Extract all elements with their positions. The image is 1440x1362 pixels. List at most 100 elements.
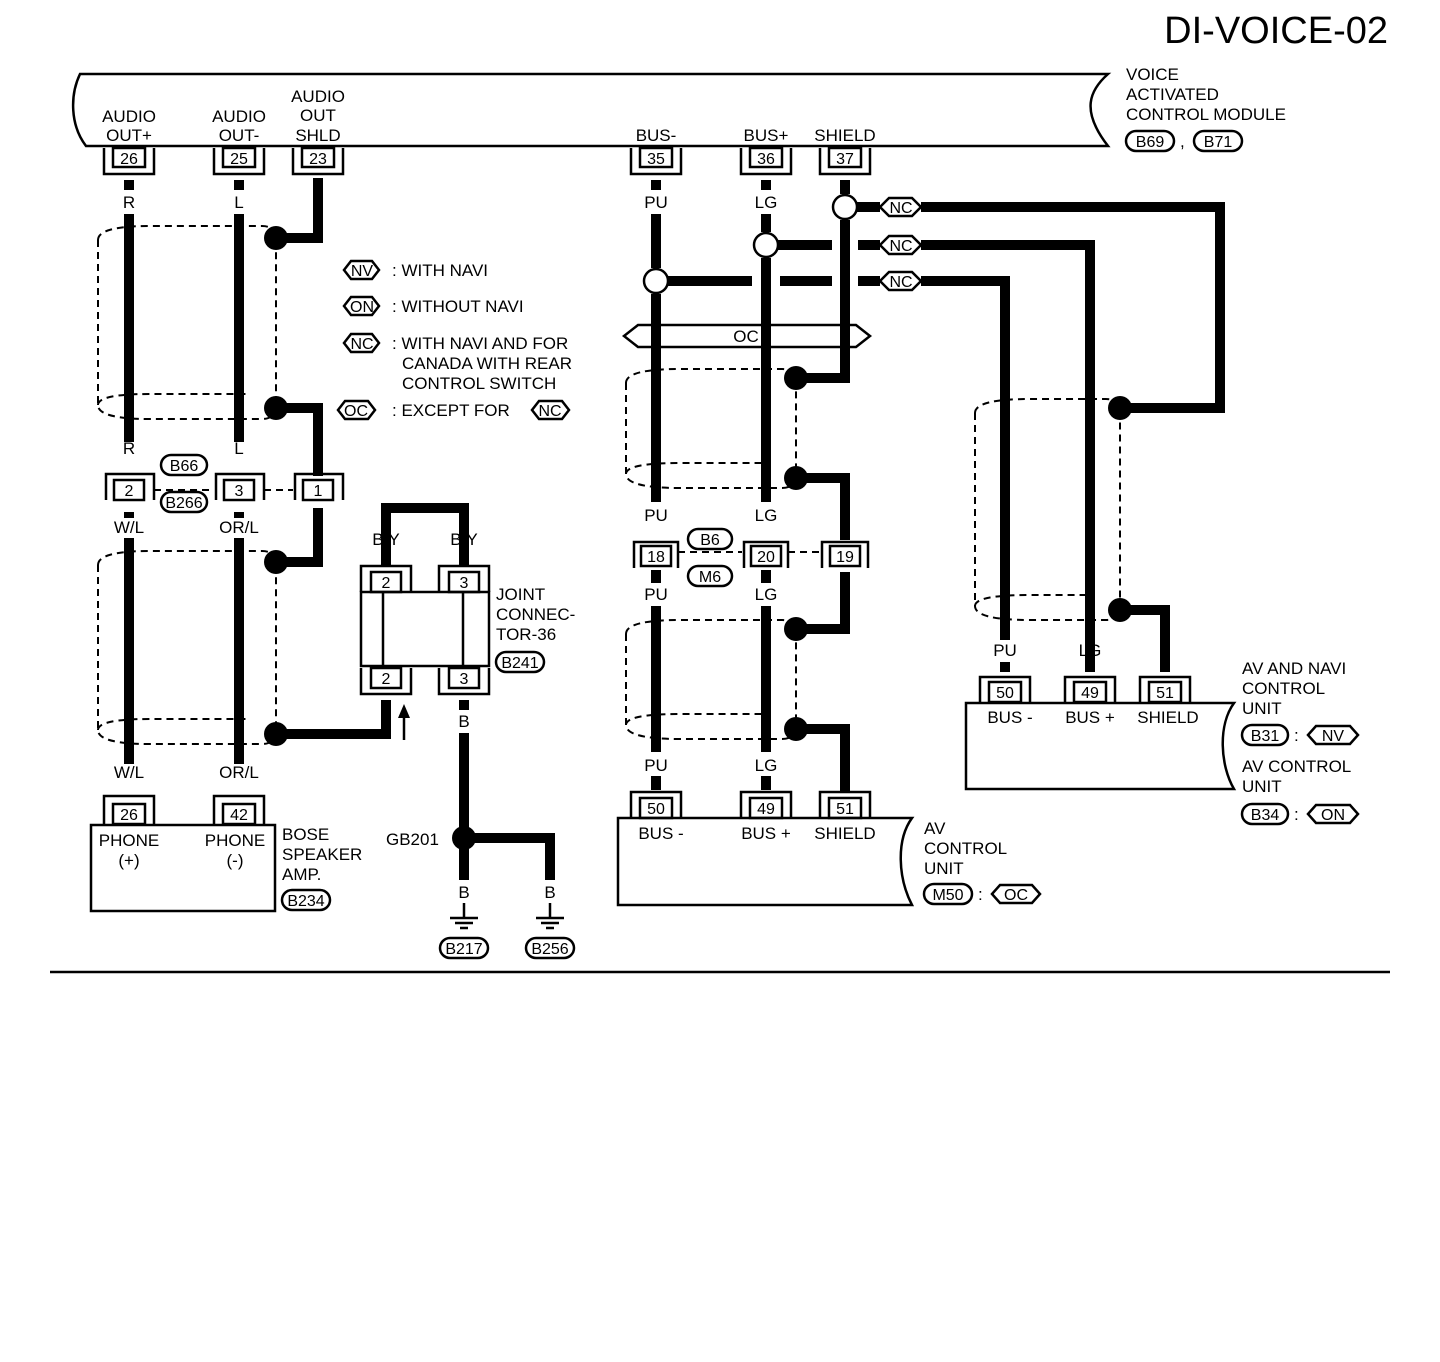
svg-text:: EXCEPT FOR: : EXCEPT FOR xyxy=(392,401,510,420)
svg-text:NV: NV xyxy=(1322,728,1345,745)
svg-text:LG: LG xyxy=(755,506,778,525)
audio-shield-upper xyxy=(97,225,288,420)
svg-text:BUS -: BUS - xyxy=(638,824,683,843)
svg-text:B266: B266 xyxy=(165,495,202,512)
svg-text:3: 3 xyxy=(460,575,469,592)
audio-wires xyxy=(124,178,391,764)
svg-text:R: R xyxy=(123,193,135,212)
svg-text:(+): (+) xyxy=(118,851,139,870)
svg-text:SHIELD: SHIELD xyxy=(1137,708,1198,727)
svg-text:LG: LG xyxy=(755,585,778,604)
svg-text:JOINT: JOINT xyxy=(496,585,545,604)
svg-text:51: 51 xyxy=(836,801,854,818)
svg-text:23: 23 xyxy=(309,151,327,168)
svg-text:18: 18 xyxy=(647,549,665,566)
svg-text:LG: LG xyxy=(755,193,778,212)
svg-text:LG: LG xyxy=(755,756,778,775)
svg-text:M6: M6 xyxy=(699,569,721,586)
module-connector-tags: B69 , B71 xyxy=(1124,129,1244,153)
svg-text:M50: M50 xyxy=(932,887,963,904)
svg-text:1: 1 xyxy=(314,483,323,500)
svg-text:PU: PU xyxy=(644,506,668,525)
svg-text:CONNEC-: CONNEC- xyxy=(496,605,575,624)
svg-text:NV: NV xyxy=(351,263,374,280)
svg-text:51: 51 xyxy=(1156,685,1174,702)
svg-text:B66: B66 xyxy=(170,458,199,475)
module-pins: 26 25 23 35 36 37 xyxy=(102,146,872,176)
svg-text:B: B xyxy=(458,883,469,902)
svg-text:42: 42 xyxy=(230,807,248,824)
svg-text:OR/L: OR/L xyxy=(219,518,259,537)
inline-connector-b66: 2 3 1 B66 B266 xyxy=(104,453,345,514)
svg-text:B34: B34 xyxy=(1251,807,1280,824)
svg-text:B: B xyxy=(544,883,555,902)
nc-jumpers: NC NC NC xyxy=(642,193,1225,672)
svg-text:B71: B71 xyxy=(1204,134,1233,151)
svg-text:20: 20 xyxy=(757,549,775,566)
audio-shield-lower xyxy=(97,550,288,746)
navi-shield xyxy=(974,396,1132,622)
svg-text:AUDIO: AUDIO xyxy=(291,87,345,106)
audio-wire-colors: R L R L W/L OR/L W/L OR/L xyxy=(114,193,259,782)
svg-text::: : xyxy=(1294,805,1299,824)
ground-gb201: B GB201 B B B217 B256 xyxy=(386,700,576,960)
svg-text:PHONE: PHONE xyxy=(99,831,159,850)
av-control-unit: 50 49 51 BUS - BUS + SHIELD AV CONTROL U… xyxy=(616,790,1042,907)
svg-text:CANADA WITH REAR: CANADA WITH REAR xyxy=(402,354,572,373)
svg-text:OUT+: OUT+ xyxy=(106,126,152,145)
svg-text:ON: ON xyxy=(350,299,374,316)
svg-text:LG: LG xyxy=(1079,641,1102,660)
svg-text:BUS +: BUS + xyxy=(1065,708,1115,727)
svg-text:OUT-: OUT- xyxy=(219,126,260,145)
svg-text:50: 50 xyxy=(996,685,1014,702)
svg-text:ON: ON xyxy=(1321,807,1345,824)
svg-text:W/L: W/L xyxy=(114,518,144,537)
svg-text:B217: B217 xyxy=(445,941,482,958)
svg-text:B/Y: B/Y xyxy=(450,530,477,549)
svg-text:AV: AV xyxy=(924,819,946,838)
svg-text:OC: OC xyxy=(344,403,368,420)
svg-text:BUS -: BUS - xyxy=(987,708,1032,727)
svg-text:B6: B6 xyxy=(700,532,720,549)
svg-text:B: B xyxy=(458,712,469,731)
svg-text:B241: B241 xyxy=(501,655,538,672)
svg-text:NC: NC xyxy=(889,238,912,255)
svg-text:TOR-36: TOR-36 xyxy=(496,625,556,644)
svg-text:NC: NC xyxy=(350,336,373,353)
svg-text:,: , xyxy=(1180,132,1185,151)
svg-text:PU: PU xyxy=(644,585,668,604)
svg-text:BUS +: BUS + xyxy=(741,824,791,843)
svg-text:37: 37 xyxy=(836,151,854,168)
svg-text:UNIT: UNIT xyxy=(1242,699,1282,718)
svg-text:26: 26 xyxy=(120,151,138,168)
svg-text:49: 49 xyxy=(1081,685,1099,702)
svg-text:2: 2 xyxy=(382,575,391,592)
svg-text:(-): (-) xyxy=(227,851,244,870)
svg-text:3: 3 xyxy=(235,483,244,500)
svg-text:CONTROL: CONTROL xyxy=(924,839,1007,858)
svg-text:CONTROL SWITCH: CONTROL SWITCH xyxy=(402,374,556,393)
svg-text:W/L: W/L xyxy=(114,763,144,782)
svg-text:PU: PU xyxy=(644,756,668,775)
svg-text:SHLD: SHLD xyxy=(295,126,340,145)
svg-text:UNIT: UNIT xyxy=(924,859,964,878)
svg-text:OR/L: OR/L xyxy=(219,763,259,782)
svg-text:AUDIO: AUDIO xyxy=(102,107,156,126)
bus-shield-upper xyxy=(625,366,808,490)
svg-text:2: 2 xyxy=(125,483,134,500)
svg-text:: WITHOUT NAVI: : WITHOUT NAVI xyxy=(392,297,524,316)
svg-text:SPEAKER: SPEAKER xyxy=(282,845,362,864)
module-name: VOICE ACTIVATED CONTROL MODULE xyxy=(1126,65,1286,124)
module-body xyxy=(71,72,1112,148)
svg-text:GB201: GB201 xyxy=(386,830,439,849)
svg-text:35: 35 xyxy=(647,151,665,168)
svg-text:B256: B256 xyxy=(531,941,568,958)
svg-text:26: 26 xyxy=(120,807,138,824)
svg-text:NC: NC xyxy=(889,274,912,291)
svg-text:B234: B234 xyxy=(287,893,324,910)
svg-text:25: 25 xyxy=(230,151,248,168)
svg-text:50: 50 xyxy=(647,801,665,818)
svg-text:ACTIVATED: ACTIVATED xyxy=(1126,85,1219,104)
svg-text:: WITH NAVI AND FOR: : WITH NAVI AND FOR xyxy=(392,334,568,353)
svg-text:B69: B69 xyxy=(1136,134,1165,151)
